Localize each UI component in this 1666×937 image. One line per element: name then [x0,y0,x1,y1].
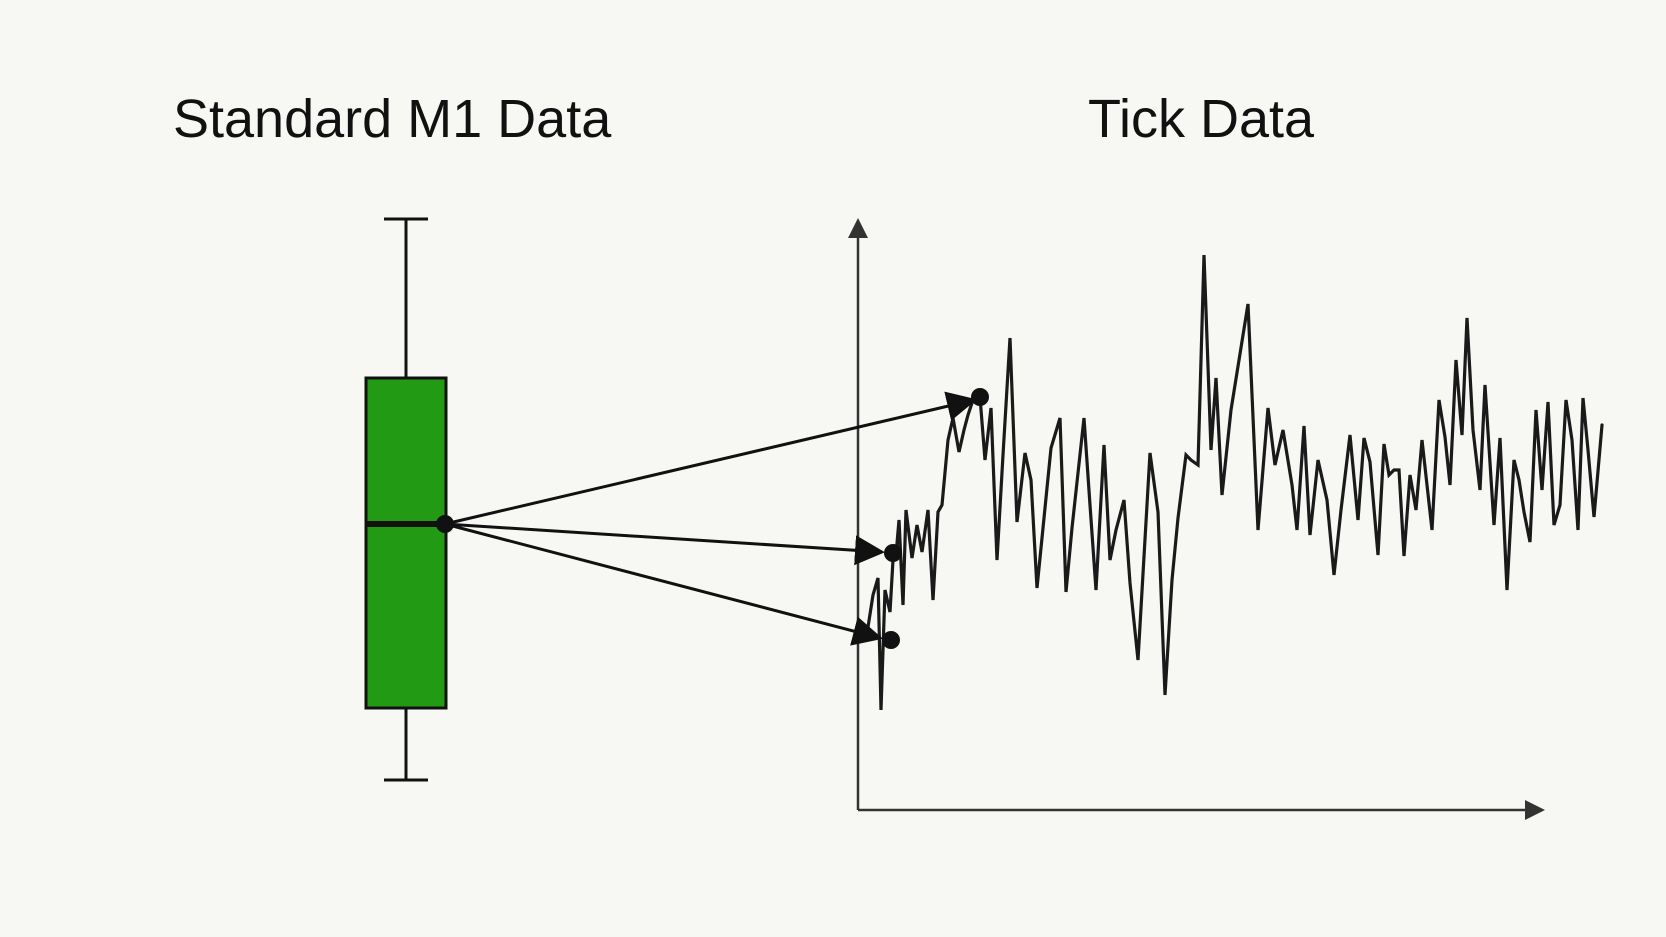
mapping-arrow-lower [444,522,883,646]
mapping-arrows [444,391,977,646]
mapping-arrow-upper [444,391,977,526]
m1-candlestick [364,217,454,782]
highlighted-tick-upper [971,388,989,406]
y-axis-arrow-icon [848,218,868,238]
tick-price-line [864,254,1604,711]
tick-chart-axes [848,218,1545,820]
highlighted-tick-middle [884,544,902,562]
tick-data-title: Tick Data [1088,89,1315,149]
standard-m1-title: Standard M1 Data [173,89,612,149]
candle-body [364,376,448,710]
mapping-arrow-middle [444,522,885,566]
x-axis-arrow-icon [1525,800,1545,820]
highlighted-tick-lower [882,631,900,649]
highlighted-ticks [882,388,989,649]
